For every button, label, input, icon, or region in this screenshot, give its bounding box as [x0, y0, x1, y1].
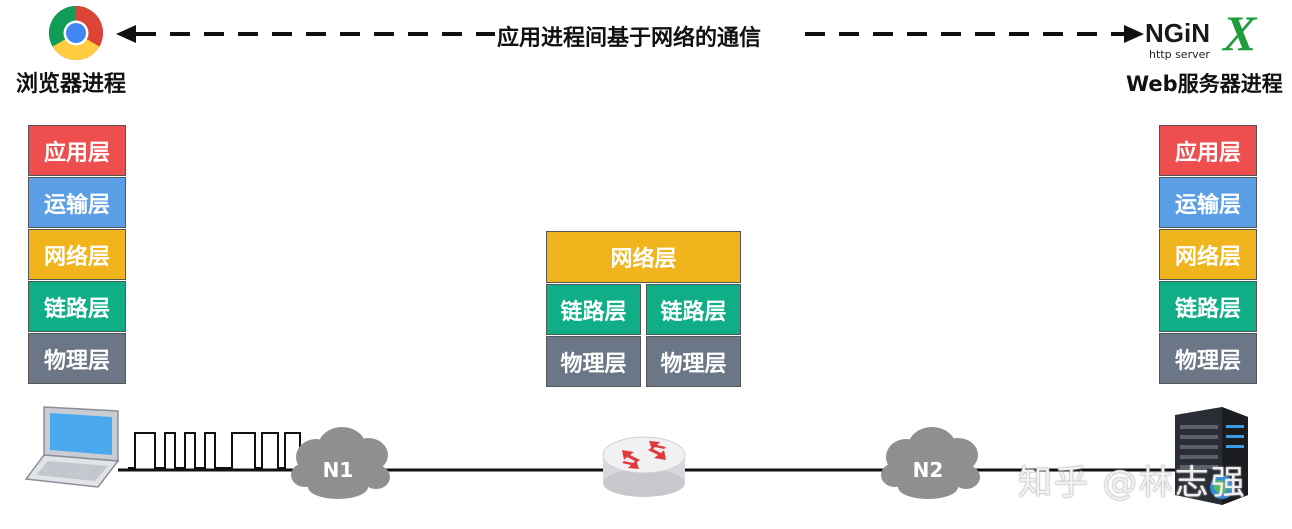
network-topology — [24, 406, 1248, 505]
network-cloud-n1-icon — [291, 427, 390, 499]
browser-process-caption: 浏览器进程 — [16, 72, 127, 97]
layer-physical: 物理层 — [28, 333, 126, 384]
layer-application: 应用层 — [1159, 125, 1257, 176]
communication-arrow — [116, 25, 1144, 43]
router-right-stack: 链路层 物理层 — [646, 284, 741, 388]
layer-link: 链路层 — [28, 281, 126, 332]
nginx-subtitle: http server — [1149, 48, 1210, 61]
nginx-logo: NGiN X http server — [1145, 5, 1280, 66]
network-n2-label: N2 — [912, 458, 944, 482]
router-layer-network: 网络层 — [546, 231, 741, 283]
layer-link: 链路层 — [1159, 281, 1257, 332]
layer-application: 应用层 — [28, 125, 126, 176]
layer-network: 网络层 — [1159, 229, 1257, 280]
nginx-x: X — [1223, 5, 1257, 61]
arrow-label: 应用进程间基于网络的通信 — [497, 26, 762, 51]
web-server-process-caption: Web服务器进程 — [1126, 72, 1283, 96]
browser-protocol-stack: 应用层 运输层 网络层 链路层 物理层 — [28, 125, 126, 385]
server-protocol-stack: 应用层 运输层 网络层 链路层 物理层 — [1159, 125, 1257, 385]
network-cloud-n2-icon — [881, 427, 980, 499]
chrome-icon — [48, 5, 104, 61]
layer-physical: 物理层 — [1159, 333, 1257, 384]
router-icon — [602, 436, 686, 497]
nginx-word: NGiN — [1145, 18, 1210, 48]
signal-waveform-icon — [128, 432, 305, 469]
server-icon — [1175, 407, 1248, 505]
layer-transport: 运输层 — [1159, 177, 1257, 228]
router-right-layer-physical: 物理层 — [646, 336, 741, 387]
laptop-icon — [24, 406, 120, 488]
layer-network: 网络层 — [28, 229, 126, 280]
router-left-layer-physical: 物理层 — [546, 336, 641, 387]
watermark: 知乎 @林志强 — [1018, 463, 1247, 503]
router-right-layer-link: 链路层 — [646, 284, 741, 335]
router-left-layer-link: 链路层 — [546, 284, 641, 335]
network-n1-label: N1 — [322, 458, 354, 482]
layer-transport: 运输层 — [28, 177, 126, 228]
router-left-stack: 链路层 物理层 — [546, 284, 641, 388]
